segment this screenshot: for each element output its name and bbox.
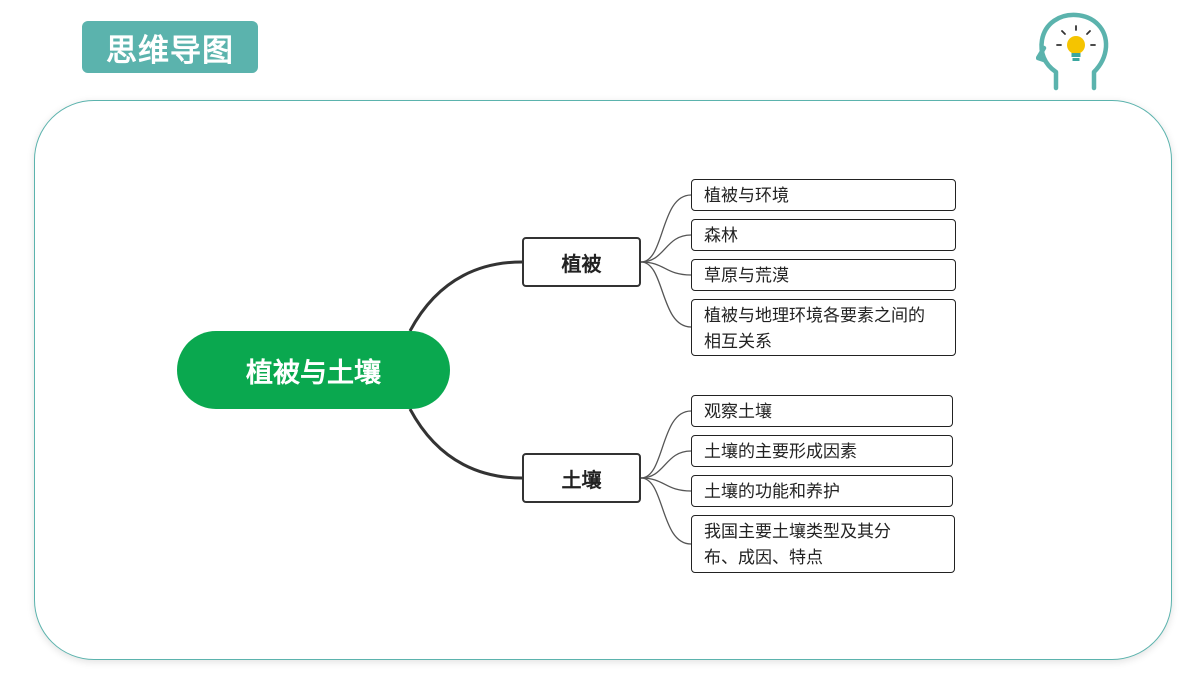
connector-branch-2-leaf-3 [640,477,692,492]
connector-branch-2-leaf-2 [640,450,692,479]
connector-branch-2-leaf-1 [640,410,692,479]
leaf-node: 植被与环境 [691,179,956,211]
connector-branch-1-leaf-2 [640,234,692,263]
leaf-node: 土壤的主要形成因素 [691,435,953,467]
leaf-node: 土壤的功能和养护 [691,475,953,507]
connector-branch-1-leaf-4 [640,261,692,328]
leaf-node: 我国主要土壤类型及其分布、成因、特点 [691,515,955,573]
connector-branch-1-leaf-1 [640,194,692,263]
page-title: 思维导图 [82,21,258,73]
root-node: 植被与土壤 [177,331,450,409]
branch-node-soil: 土壤 [522,453,641,503]
leaf-node: 植被与地理环境各要素之间的相互关系 [691,299,956,356]
connector-root-branch-2 [408,408,523,480]
connector-branch-1-leaf-3 [640,261,692,276]
connector-branch-2-leaf-4 [640,477,692,545]
head-lightbulb-icon [1036,12,1109,91]
connector-root-branch-1 [408,260,523,332]
leaf-node: 观察土壤 [691,395,953,427]
branch-node-vegetation: 植被 [522,237,641,287]
leaf-node: 草原与荒漠 [691,259,956,291]
leaf-node: 森林 [691,219,956,251]
